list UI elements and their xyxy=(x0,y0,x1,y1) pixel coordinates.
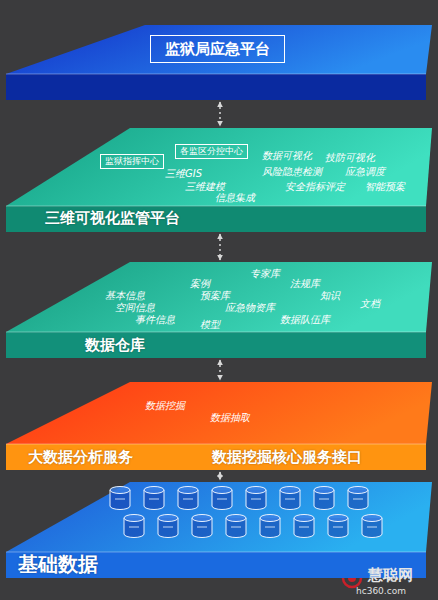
layer-item: 模型 xyxy=(200,319,220,331)
box-label: 各监区分控中心 xyxy=(180,146,243,157)
layer-slab: 基础数据 xyxy=(0,482,438,578)
slab-top xyxy=(6,482,432,552)
layer-item: 数据抽取 xyxy=(210,412,250,424)
center-box: 各监区分控中心 xyxy=(175,144,248,159)
layer-item: 文档 xyxy=(360,298,380,310)
layer-slab: 三维可视化监管平台 三维GIS 数据可视化 技防可视化风险隐患检测 应急调度三维建模 安全… xyxy=(0,128,438,232)
center-box: 监狱指挥中心 xyxy=(100,154,164,169)
layer-slab: 数据仓库 专家库案例 法规库基本信息 预案库 知识文档 空间信息 应急物资库事件信息 数据队伍… xyxy=(0,262,438,358)
layer-item: 法规库 xyxy=(290,278,320,290)
slab-top xyxy=(6,262,432,332)
layer-item: 信息集成 xyxy=(215,192,255,204)
watermark: 慧聪网 xyxy=(368,566,413,585)
slab-shape xyxy=(0,262,438,358)
layer-item: 案例 xyxy=(190,278,210,290)
database-icons xyxy=(110,487,382,538)
slab-edge xyxy=(6,206,426,207)
slab-edge xyxy=(6,74,426,75)
layer-item: 专家库 xyxy=(250,268,280,280)
slab-top xyxy=(6,25,432,74)
layer-item: 基本信息 xyxy=(105,290,145,302)
layer-item: 知识 xyxy=(320,290,340,302)
layer-title: 三维可视化监管平台 xyxy=(45,209,180,227)
layer-item: 数据挖掘 xyxy=(145,400,185,412)
layer-item: 技防可视化 xyxy=(325,152,375,164)
box-label: 监狱指挥中心 xyxy=(105,156,159,167)
slab-front xyxy=(6,332,426,358)
slab-edge xyxy=(6,444,426,445)
slab-front xyxy=(6,552,426,578)
layer-title: 大数据分析服务 xyxy=(28,448,133,466)
layer-item: 应急调度 xyxy=(345,166,385,178)
dotted-arrow xyxy=(219,472,221,480)
layer-item: 应急物资库 xyxy=(225,302,275,314)
slab-front xyxy=(6,444,426,470)
layer-title: 基础数据 xyxy=(18,552,98,576)
watermark: hc360.com xyxy=(356,586,406,596)
layer-item: 安全指标评定 xyxy=(285,181,345,193)
layer-item: 事件信息 xyxy=(135,314,175,326)
layer-slab: 监狱局应急平台 xyxy=(0,25,438,100)
layer-item: 智能预案 xyxy=(365,181,405,193)
layer-item: 数据队伍库 xyxy=(280,314,330,326)
slab-front xyxy=(6,74,426,100)
layer-item: 空间信息 xyxy=(115,302,155,314)
dotted-arrow xyxy=(219,234,221,260)
layer-item: 数据可视化 xyxy=(262,150,312,162)
layer-item: 预案库 xyxy=(200,290,230,302)
slab-front xyxy=(6,206,426,232)
layer-item: 三维建模 xyxy=(185,181,225,193)
layer-slab: 大数据分析服务 数据挖掘核心服务接口 数据挖掘数据抽取 xyxy=(0,382,438,470)
layer-title: 监狱局应急平台 xyxy=(150,35,285,63)
slab-edge xyxy=(6,332,426,333)
dotted-arrow xyxy=(219,102,221,126)
layer-title: 数据仓库 xyxy=(85,336,145,354)
layer-item: 风险隐患检测 xyxy=(262,166,322,178)
layer-title: 数据挖掘核心服务接口 xyxy=(212,448,362,466)
dotted-arrow xyxy=(219,360,221,380)
slab-top xyxy=(6,128,432,206)
layer-item: 三维GIS xyxy=(165,168,202,180)
slab-top xyxy=(6,382,432,444)
